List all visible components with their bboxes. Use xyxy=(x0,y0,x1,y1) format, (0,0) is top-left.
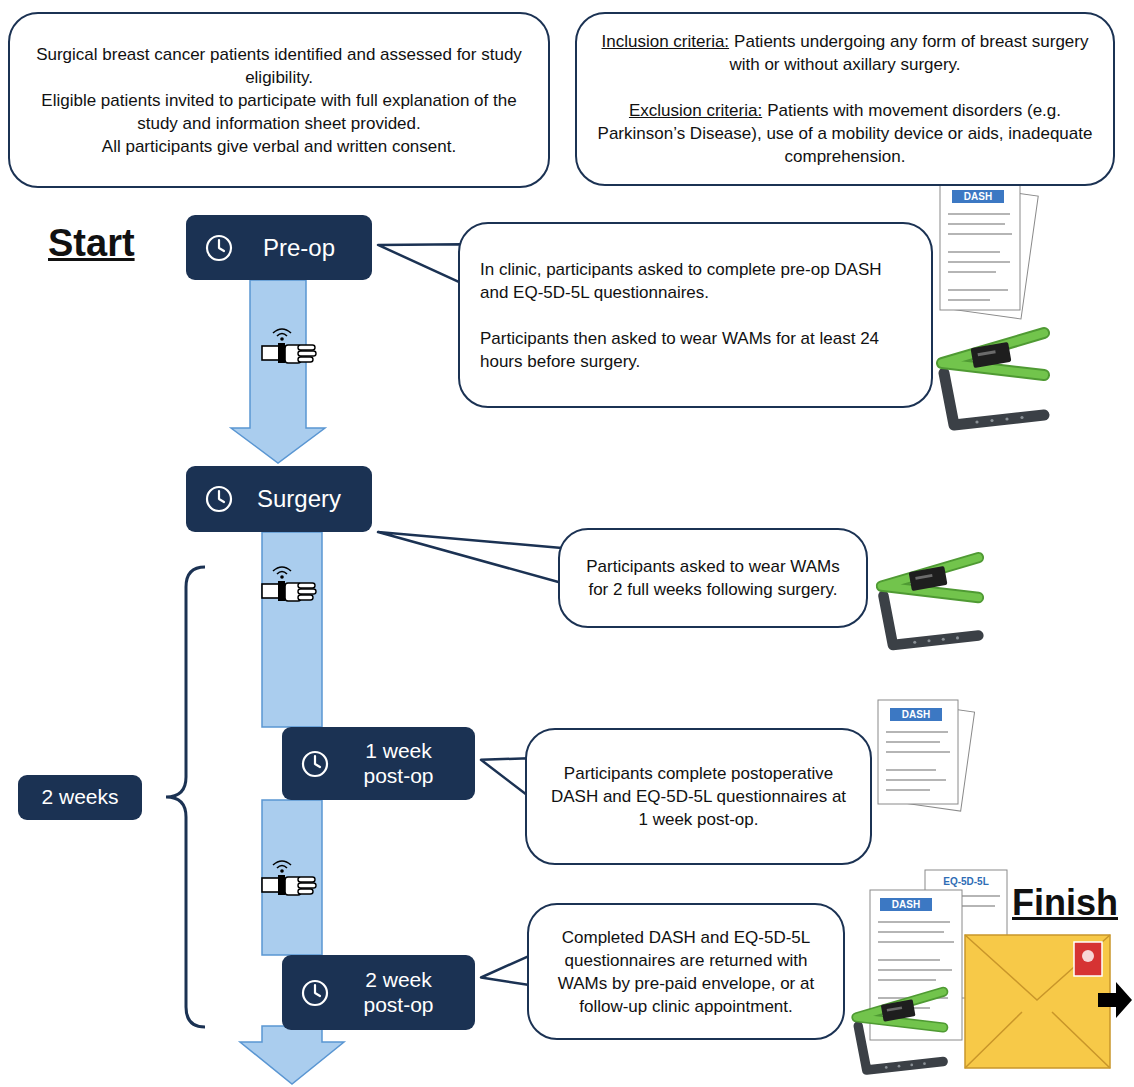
finish-arrow xyxy=(1098,982,1132,1018)
envelope xyxy=(965,935,1110,1068)
box-text: Participants asked to wear WAMs for 2 fu… xyxy=(580,555,846,601)
box-text-area: 1 week post-op xyxy=(346,739,459,787)
wearable-icon xyxy=(262,567,316,601)
box-text: Participants then asked to wear WAMs for… xyxy=(480,327,911,373)
stage-label: Surgery xyxy=(234,485,364,513)
stage-box: 1 week post-op xyxy=(282,727,475,800)
callout-tail xyxy=(378,244,462,283)
criteria-heading: Exclusion criteria: xyxy=(629,101,762,120)
wearable-icon xyxy=(262,329,316,363)
timeline-arrow xyxy=(231,280,325,463)
box-text: In clinic, participants asked to complet… xyxy=(480,258,911,304)
box-text-area: Surgery xyxy=(234,485,372,513)
callout-bubble: Completed DASH and EQ-5D-5L questionnair… xyxy=(527,903,845,1040)
wearable-device xyxy=(857,992,944,1070)
callout-bubble: Participants complete postoperative DASH… xyxy=(525,728,872,865)
criteria-text: Patients undergoing any form of breast s… xyxy=(729,32,1088,74)
box-text-area: 2 week post-op xyxy=(346,968,459,1016)
timeline-arrow-end xyxy=(240,1026,344,1084)
stage-label: 2 week post-op xyxy=(346,968,451,1016)
stage-box: 2 weeks xyxy=(18,775,142,820)
box-text-area: 2 weeks xyxy=(41,785,118,809)
criteria-heading: Inclusion criteria: xyxy=(602,32,730,51)
box-text: Eligible patients invited to participate… xyxy=(28,89,530,135)
box-text: Completed DASH and EQ-5D-5L questionnair… xyxy=(549,926,823,1018)
box-text-area: Pre-op xyxy=(234,234,372,262)
sheet-title: DASH xyxy=(880,898,932,911)
callout-bubble: In clinic, participants asked to complet… xyxy=(458,222,933,408)
start-label: Start xyxy=(48,222,135,265)
questionnaire-sheets xyxy=(940,182,1038,319)
info-box: Surgical breast cancer patients identifi… xyxy=(8,12,550,188)
callout-tail xyxy=(481,758,529,796)
stage-box: Pre-op xyxy=(186,215,372,280)
questionnaire-sheets xyxy=(878,700,975,811)
stage-box: Surgery xyxy=(186,466,372,532)
finish-label: Finish xyxy=(1012,882,1118,924)
criteria-paragraph: Exclusion criteria:Patients with movemen… xyxy=(595,99,1095,168)
box-text: Participants complete postoperative DASH… xyxy=(547,762,850,831)
wearable-icon xyxy=(262,861,316,895)
clock-icon xyxy=(300,749,330,779)
sheet-title: EQ-5D-5L xyxy=(933,875,999,889)
wearable-device xyxy=(942,333,1044,425)
timeline-arrow xyxy=(262,800,322,955)
box-text: All participants give verbal and written… xyxy=(28,135,530,158)
stage-label: 1 week post-op xyxy=(346,739,451,787)
stage-label: Pre-op xyxy=(234,234,364,262)
stage-label: 2 weeks xyxy=(41,785,118,809)
wearable-device xyxy=(882,558,979,645)
criteria-paragraph: Inclusion criteria:Patients undergoing a… xyxy=(595,30,1095,76)
clock-icon xyxy=(300,978,330,1008)
clock-icon xyxy=(204,484,234,514)
clock-icon xyxy=(204,233,234,263)
callout-tail xyxy=(481,955,531,985)
stage-box: 2 week post-op xyxy=(282,955,475,1030)
sheet-title: DASH xyxy=(890,708,942,721)
callout-tail xyxy=(378,532,562,583)
period-bracket xyxy=(166,567,205,1027)
timeline-arrow xyxy=(262,532,322,727)
box-text: Surgical breast cancer patients identifi… xyxy=(28,43,530,89)
info-box: Inclusion criteria:Patients undergoing a… xyxy=(575,12,1115,186)
callout-bubble: Participants asked to wear WAMs for 2 fu… xyxy=(558,528,868,628)
sheet-title: DASH xyxy=(952,190,1004,203)
